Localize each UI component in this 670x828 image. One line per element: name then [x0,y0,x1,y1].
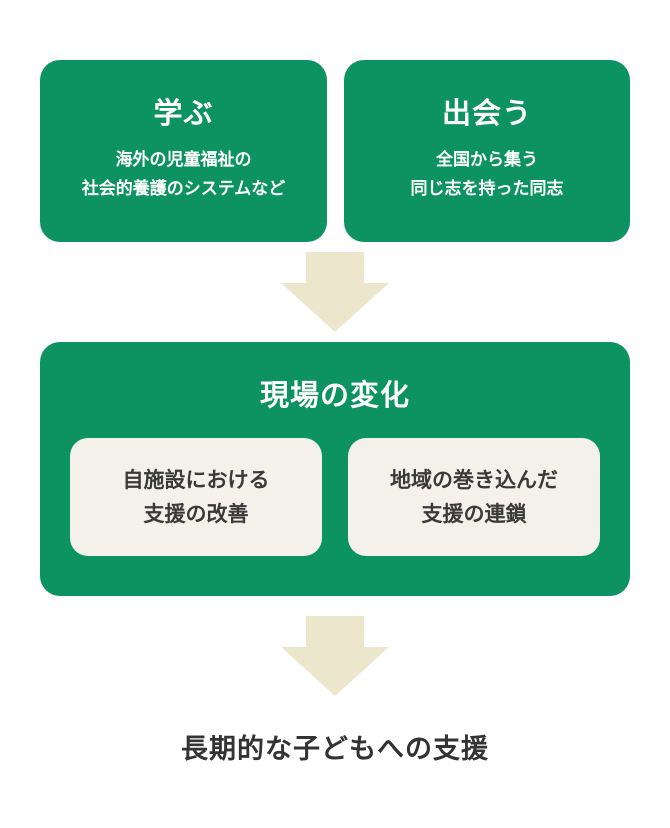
learn-desc-line: 海外の児童福祉の [115,150,252,170]
learn-description: 海外の児童福祉の 社会的養護のシステムなど [40,146,327,204]
down-arrow-icon [281,616,389,696]
change-box: 現場の変化 自施設における 支援の改善 地域の巻き込んだ 支援の連鎖 [40,342,630,596]
change-item-facility: 自施設における 支援の改善 [70,438,322,556]
learn-box: 学ぶ 海外の児童福祉の 社会的養護のシステムなど [40,60,327,242]
meet-description: 全国から集う 同じ志を持った同志 [344,146,630,204]
meet-desc-line: 全国から集う [436,150,538,170]
change-item-line: 自施設における [122,468,270,492]
arrow-shape [281,616,389,696]
change-item-line: 地域の巻き込んだ [390,468,558,492]
meet-title: 出会う [441,96,532,130]
change-item-line: 支援の改善 [143,502,249,526]
learn-desc-line: 社会的養護のシステムなど [81,179,286,199]
arrow-shape [281,252,389,332]
meet-desc-line: 同じ志を持った同志 [410,179,564,199]
down-arrow-icon [281,252,389,332]
result-text: 長期的な子どもへの支援 [181,734,489,765]
change-title: 現場の変化 [259,378,410,412]
learn-title: 学ぶ [153,96,214,130]
meet-box: 出会う 全国から集う 同じ志を持った同志 [344,60,630,242]
change-item-line: 支援の連鎖 [421,502,527,526]
change-item-community: 地域の巻き込んだ 支援の連鎖 [348,438,600,556]
